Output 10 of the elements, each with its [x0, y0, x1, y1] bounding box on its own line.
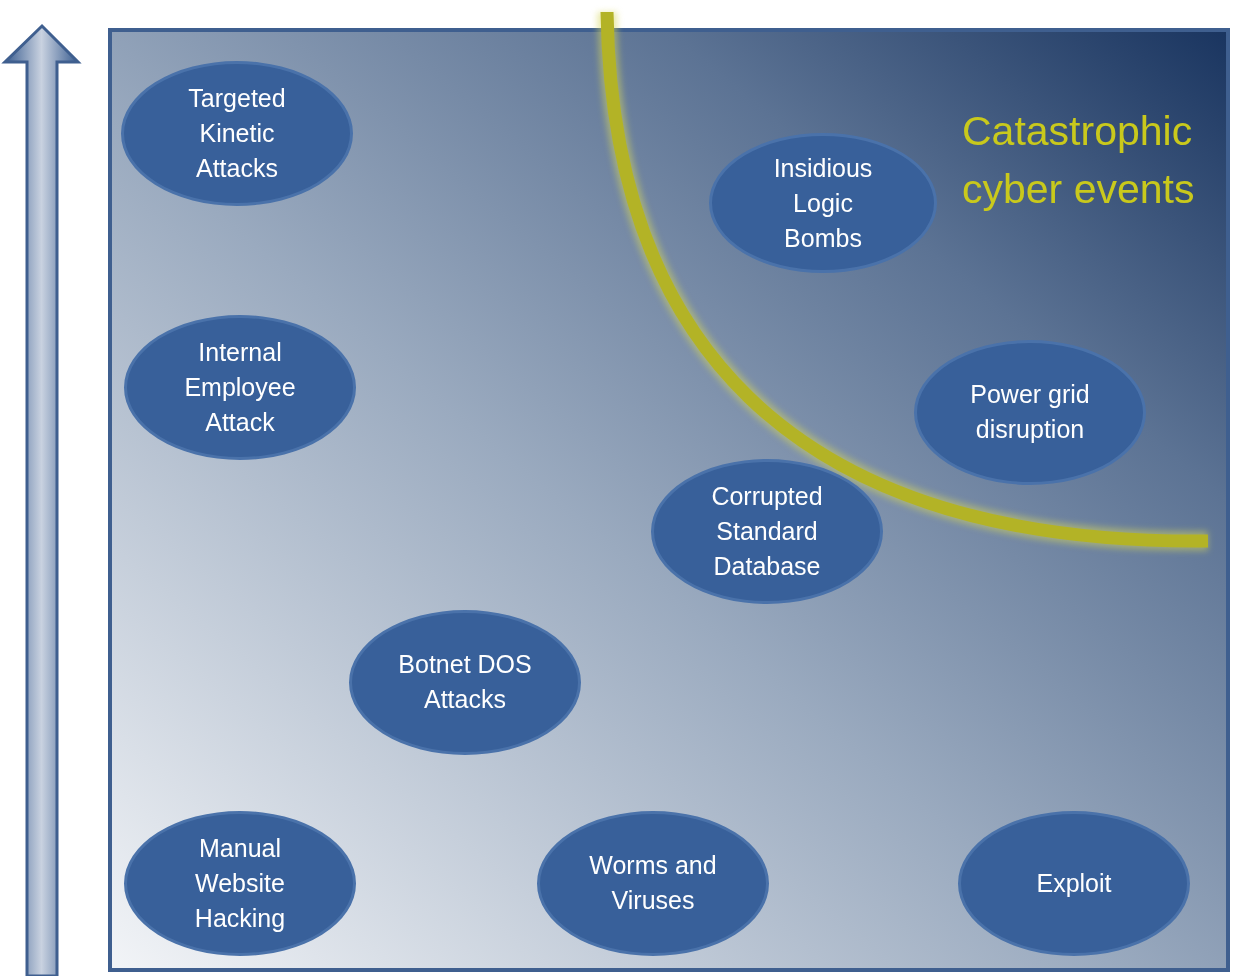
threat-label: Power grid disruption [969, 379, 1091, 445]
threat-label: Botnet DOS Attacks [397, 649, 533, 715]
threat-label: Corrupted Standard Database [710, 480, 824, 582]
threat-label: Worms and Viruses [588, 850, 718, 916]
threat-label: Internal Employee Attack [183, 336, 297, 438]
threat-label: Targeted Kinetic Attacks [187, 82, 287, 184]
threat-label: Exploit [1035, 867, 1113, 899]
threat-label: Manual Website Hacking [193, 832, 287, 934]
threat-label: Insidious Logic Bombs [772, 152, 874, 254]
region-label: Catastrophic cyber events [962, 107, 1196, 214]
